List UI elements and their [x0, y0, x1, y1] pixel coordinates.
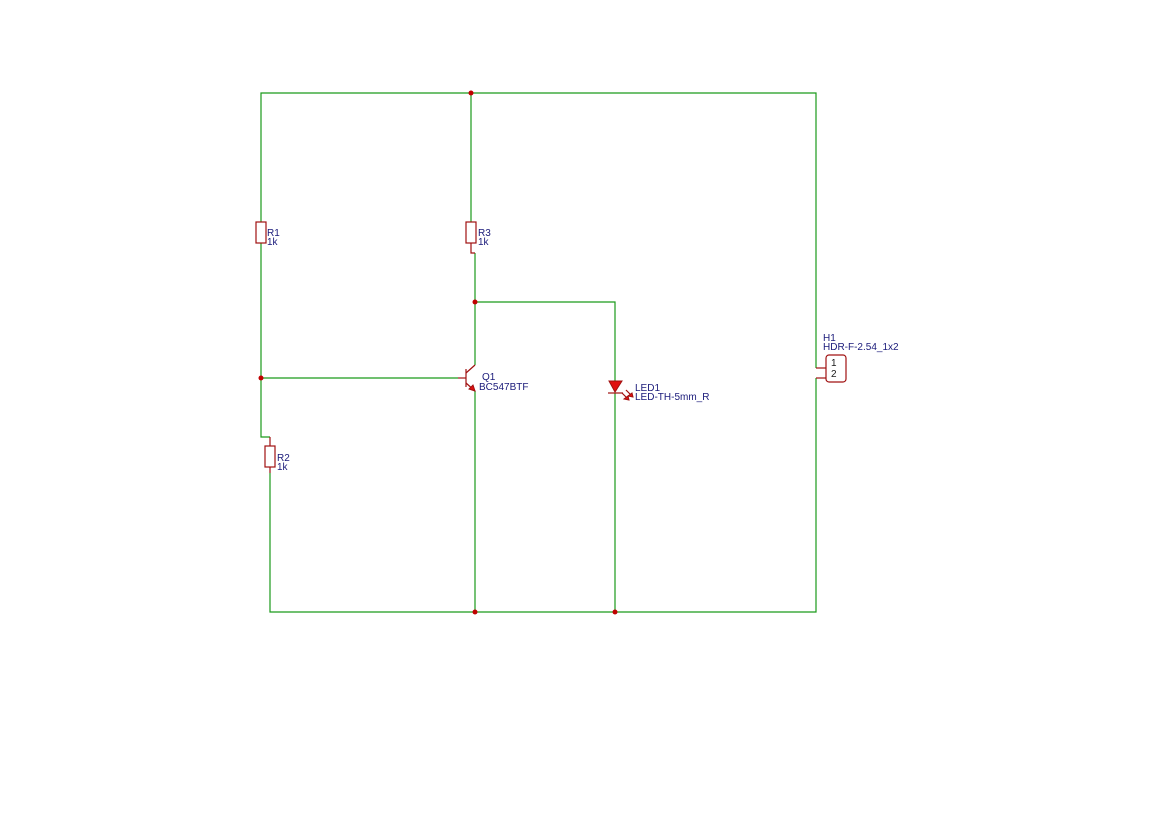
wire-r1-r2 — [260, 243, 270, 438]
resistor-r3-body — [465, 221, 477, 244]
junction-collector — [472, 299, 478, 305]
led1-value: LED-TH-5mm_R — [635, 392, 709, 403]
led1-emission-arrowhead-1-icon — [622, 395, 630, 401]
r1-value: 1k — [267, 237, 279, 248]
wires — [260, 92, 817, 613]
transistor-q1[interactable]: Q1 BC547BTF — [458, 364, 528, 393]
wire-top-rail — [260, 92, 817, 368]
led1-designator: LED1 — [635, 383, 660, 394]
resistor-r3-lead — [470, 243, 475, 254]
r3-designator: R3 — [478, 228, 491, 239]
resistor-r2-body — [264, 445, 276, 468]
q1-value: BC547BTF — [479, 382, 528, 393]
h1-value: HDR-F-2.54_1x2 — [823, 342, 899, 353]
h1-pin1-number: 1 — [831, 358, 837, 369]
header-h1[interactable]: 1 2 H1 HDR-F-2.54_1x2 — [816, 333, 899, 383]
junction-top — [468, 90, 474, 96]
q1-collector-leg — [465, 364, 476, 374]
q1-emitter-arrow-icon — [468, 384, 476, 392]
junction-ground-led — [612, 609, 618, 615]
resistor-r1-body — [255, 221, 267, 244]
junctions — [258, 90, 618, 615]
wire-bottom-rail — [269, 378, 817, 613]
led-led1[interactable]: LED1 LED-TH-5mm_R — [608, 380, 709, 403]
resistor-r3[interactable]: R3 1k — [465, 221, 491, 254]
wire-led-top — [475, 301, 616, 381]
junction-base — [258, 375, 264, 381]
h1-pin2-number: 2 — [831, 369, 837, 380]
r2-designator: R2 — [277, 453, 290, 464]
junction-ground-q — [472, 609, 478, 615]
resistor-r2[interactable]: R2 1k — [264, 437, 290, 473]
h1-designator: H1 — [823, 333, 836, 344]
resistor-r1[interactable]: R1 1k — [255, 221, 280, 248]
r2-value: 1k — [277, 462, 289, 473]
h1-body — [825, 354, 847, 383]
q1-designator: Q1 — [482, 372, 496, 383]
r1-designator: R1 — [267, 228, 280, 239]
led1-diode-triangle-icon — [608, 380, 623, 393]
r3-value: 1k — [478, 237, 490, 248]
led1-emission-arrowhead-2-icon — [626, 392, 634, 398]
